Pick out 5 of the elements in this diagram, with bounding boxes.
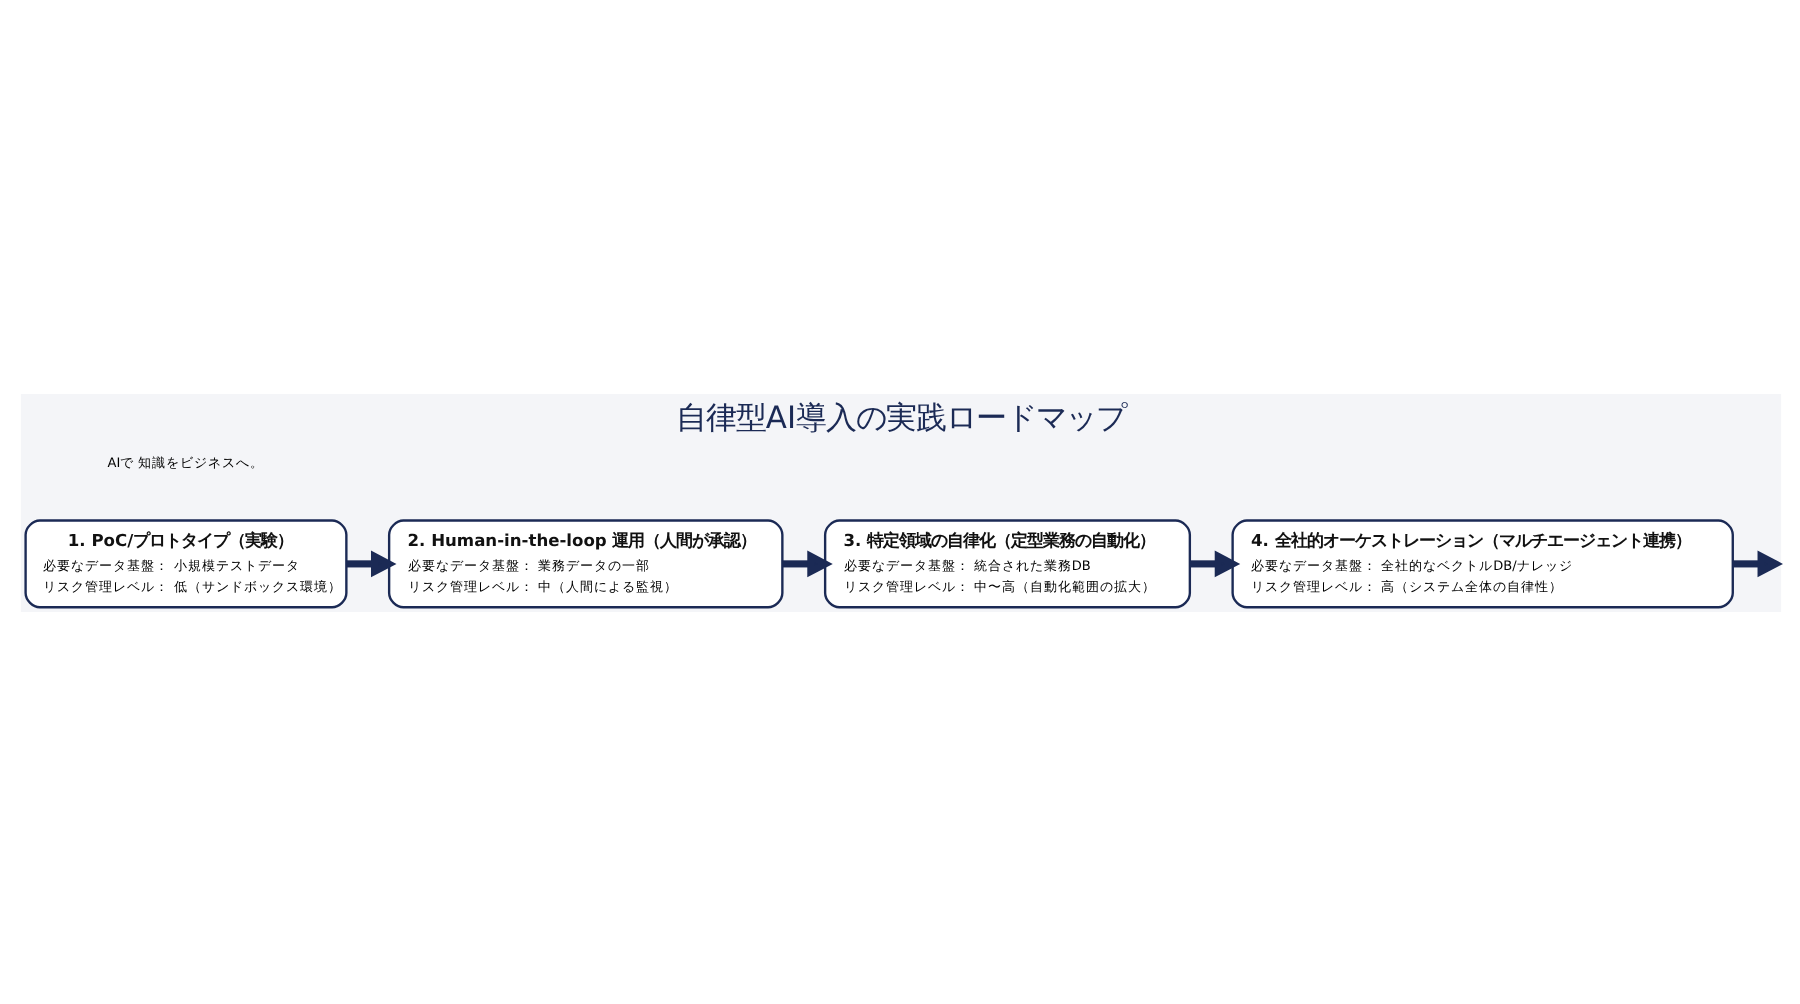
arrow	[1731, 549, 1782, 577]
arrow	[781, 549, 832, 577]
diagram-title: 自律型AI導入の実践ロードマップ	[674, 399, 1126, 436]
arrow	[1189, 549, 1240, 577]
arrow	[345, 549, 396, 577]
